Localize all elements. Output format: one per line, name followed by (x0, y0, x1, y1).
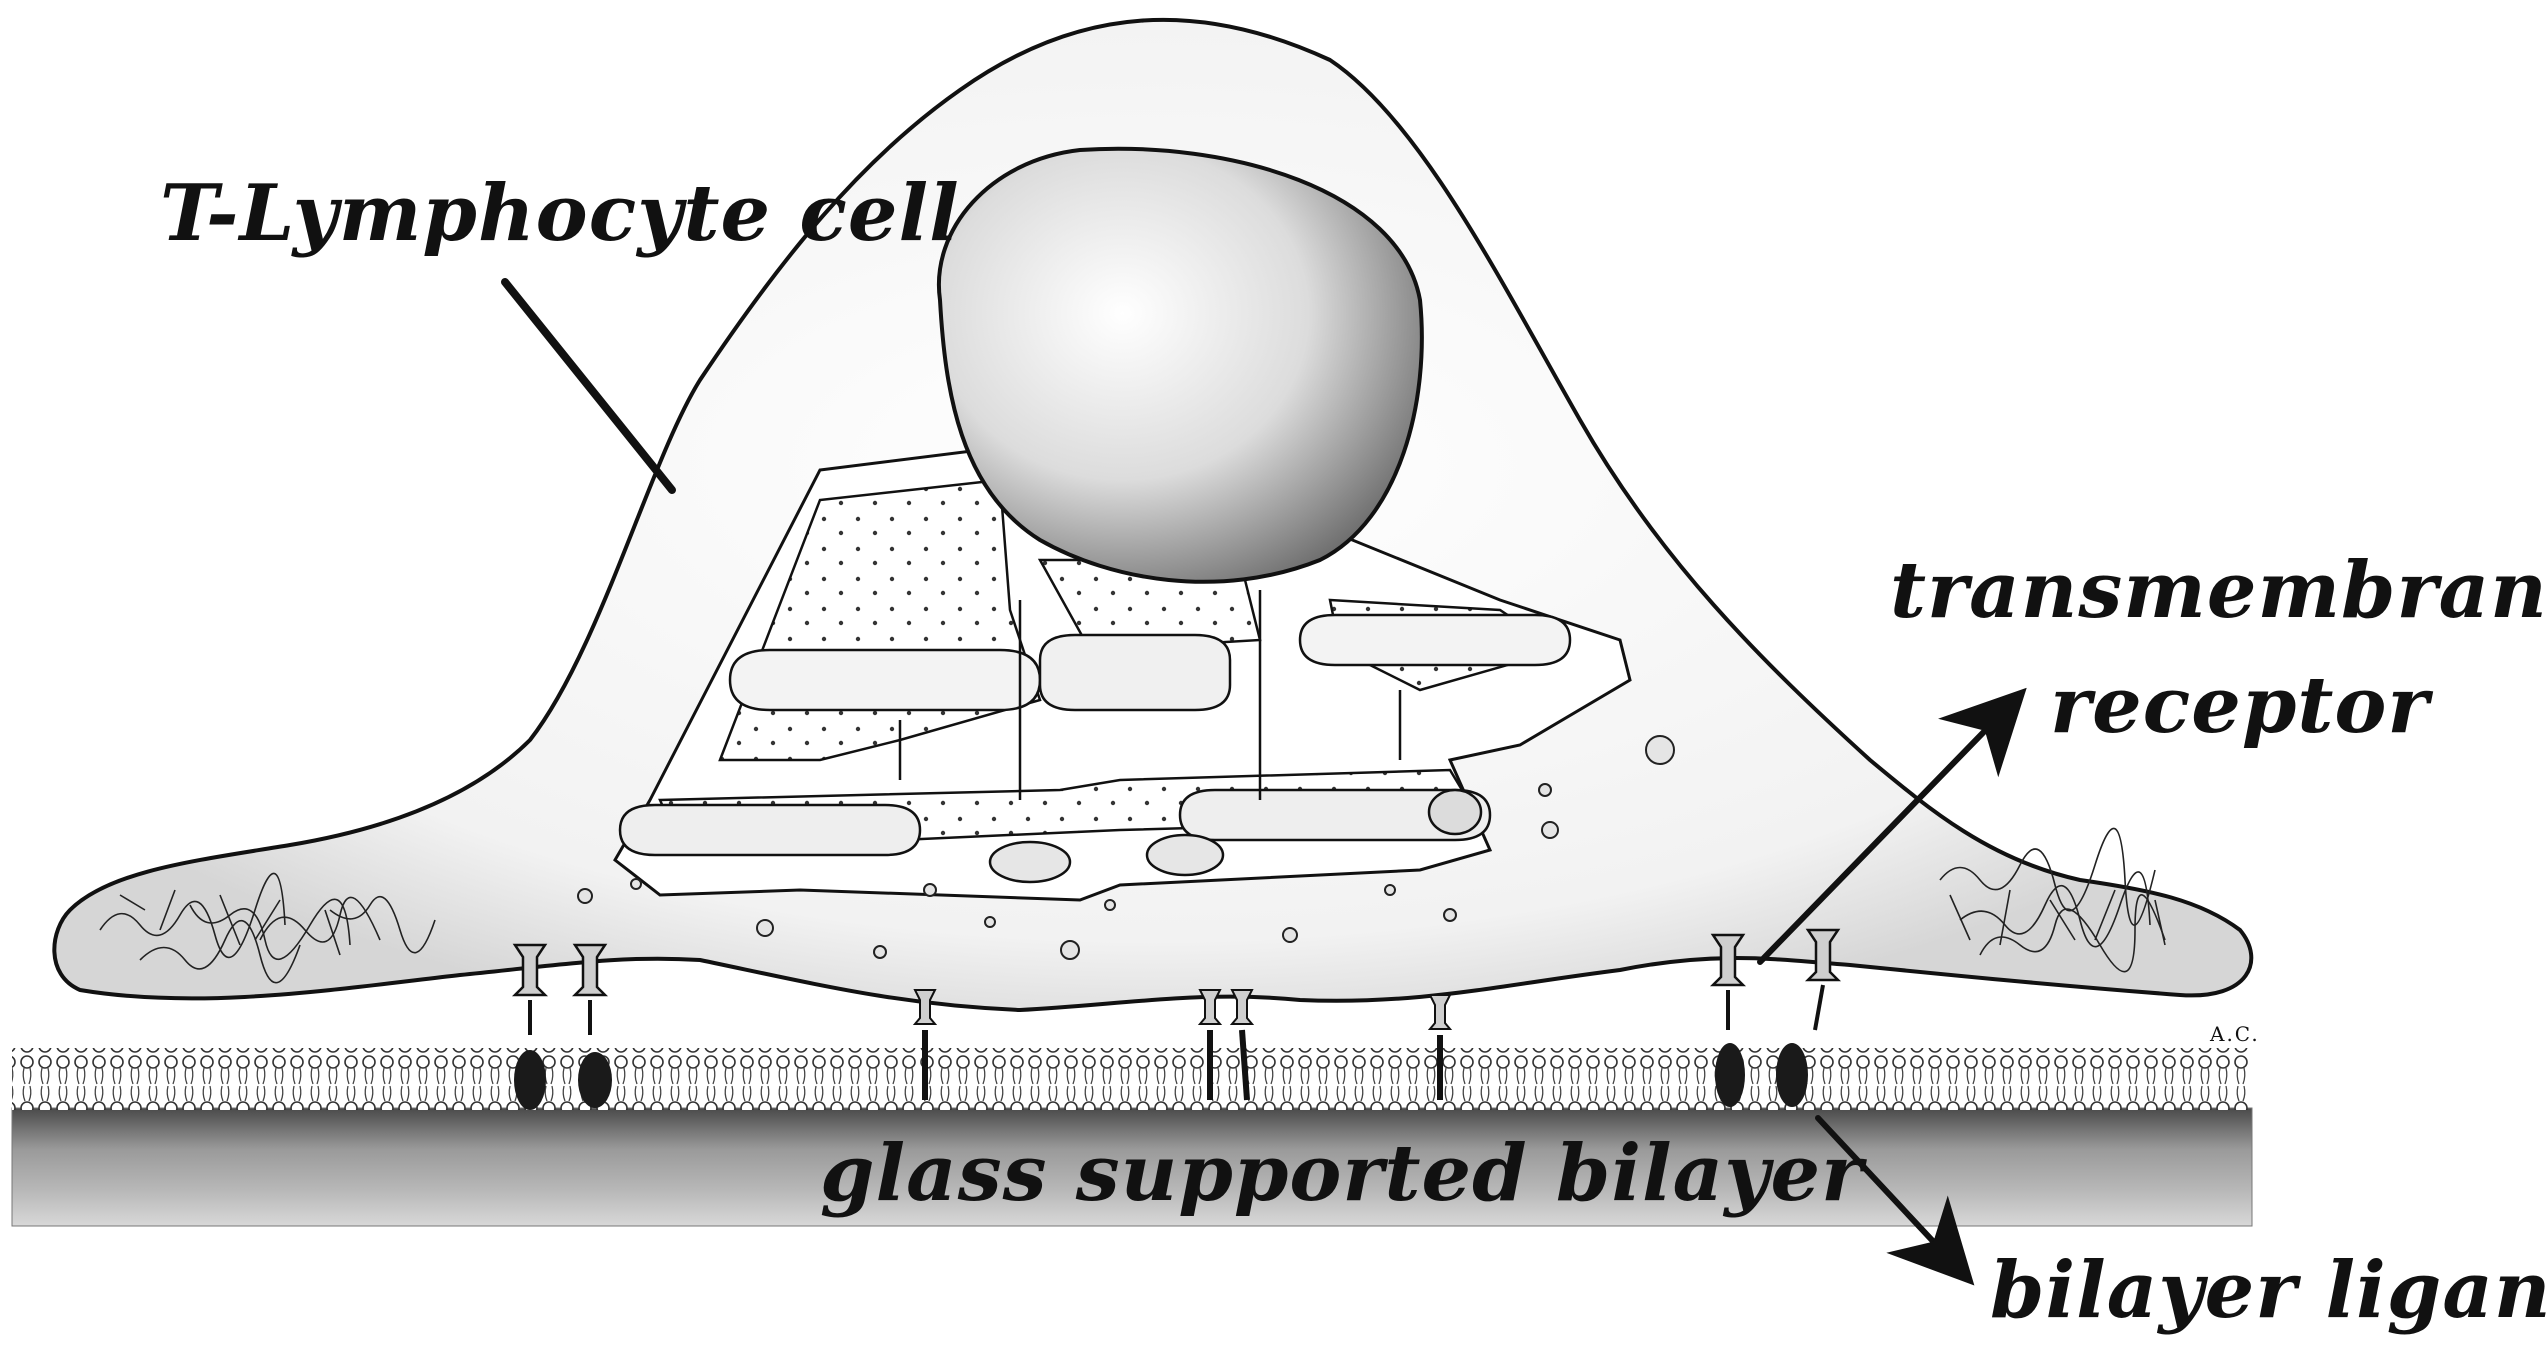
receptor-arrow (1757, 687, 2027, 965)
cell-label: T-Lymphocyte cell (160, 168, 960, 259)
transmembrane-receptor (1776, 928, 1842, 1107)
vesicles (577, 735, 1675, 960)
bilayer-ligand (514, 1050, 546, 1110)
lipid-bilayer (12, 1048, 2252, 1110)
nucleus (936, 146, 1424, 584)
receptors (511, 928, 1842, 1110)
transmembrane-receptor (1709, 933, 1747, 1107)
cell-pointer-line (501, 278, 676, 494)
t-lymphocyte-cell (52, 17, 2254, 1013)
artist-signature: A.C. (2210, 1022, 2260, 1046)
receptor-label-line2: receptor (2050, 660, 2430, 751)
cytoskeleton-right (1939, 827, 2166, 973)
endoplasmic-reticulum (613, 443, 1632, 902)
receptor-label-line1: transmembrane (1890, 545, 2546, 636)
pointer-arrows (501, 278, 2027, 1286)
transmembrane-receptor (912, 989, 938, 1100)
glass-label: glass supported bilayer (820, 1128, 1864, 1219)
transmembrane-receptor (1427, 994, 1453, 1100)
transmembrane-receptor (571, 943, 612, 1108)
ligand-arrow (1815, 1115, 1975, 1286)
cytoskeleton-left (99, 872, 436, 984)
ligand-label: bilayer ligand (1990, 1245, 2546, 1336)
bilayer-ligand (1715, 1043, 1745, 1107)
glass-substrate (11, 1107, 2253, 1227)
bilayer-ligand (578, 1052, 612, 1108)
bilayer-ligand (1776, 1043, 1808, 1107)
transmembrane-receptor (511, 943, 549, 1110)
transmembrane-receptor (1229, 989, 1255, 1101)
transmembrane-receptor (1197, 989, 1223, 1100)
